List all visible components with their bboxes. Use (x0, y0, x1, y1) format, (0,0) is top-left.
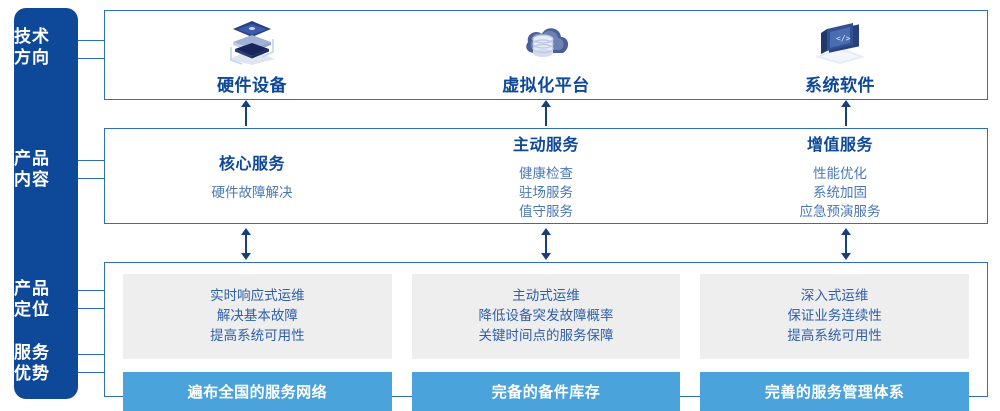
sidebar-label-line: 产品 (14, 279, 50, 298)
sidebar-label-line: 技术 (14, 27, 50, 46)
positioning-line: 提高系统可用性 (210, 328, 305, 343)
arrow-tech-to-services (838, 100, 854, 128)
positioning-line: 深入式运维 (800, 288, 869, 303)
sidebar-label-line: 服务 (14, 343, 50, 362)
advantage-bar[interactable]: 完备的备件库存 (411, 372, 681, 411)
arrow-services-to-positioning (538, 228, 554, 260)
service-title: 主动服务 (512, 137, 579, 154)
positioning-panel: 实时响应式运维 解决基本故障 提高系统可用性 遍布全国的服务网络 主动式运维 降… (104, 262, 988, 411)
service-line: 应急预演服务 (799, 204, 881, 219)
positioning-line: 提高系统可用性 (787, 328, 882, 343)
positioning-gray-box: 深入式运维 保证业务连续性 提高系统可用性 (700, 274, 970, 359)
service-column-valueadd[interactable]: 增值服务 性能优化 系统加固 应急预演服务 (693, 129, 987, 223)
positioning-line: 实时响应式运维 (210, 288, 305, 303)
positioning-column-proactive[interactable]: 主动式运维 降低设备突发故障概率 关键时间点的服务保障 完备的备件库存 (402, 274, 691, 411)
connector-advantage (78, 354, 106, 374)
arrow-services-to-positioning (838, 228, 854, 260)
sidebar-item-service-advantage[interactable]: 服务 优势 (0, 342, 64, 384)
connector-position (78, 290, 106, 310)
sidebar-panel (14, 8, 78, 399)
cloud-database-icon (517, 15, 575, 65)
service-line: 健康检查 (519, 166, 573, 181)
arrow-tech-to-services (238, 100, 254, 128)
svg-text:</>: </> (836, 34, 851, 43)
sidebar-label-line: 内容 (14, 170, 50, 189)
positioning-column-deep[interactable]: 深入式运维 保证业务连续性 提高系统可用性 完善的服务管理体系 (690, 274, 979, 411)
service-line: 系统加固 (813, 185, 867, 200)
positioning-column-realtime[interactable]: 实时响应式运维 解决基本故障 提高系统可用性 遍布全国的服务网络 (113, 274, 402, 411)
service-line: 值守服务 (519, 204, 573, 219)
tech-column-virtualization[interactable]: 虚拟化平台 (399, 11, 693, 99)
service-line: 驻场服务 (519, 185, 573, 200)
positioning-line: 保证业务连续性 (787, 308, 882, 323)
positioning-line: 主动式运维 (512, 288, 580, 303)
sidebar-label-line: 方向 (14, 48, 50, 67)
service-column-core[interactable]: 核心服务 硬件故障解决 (105, 129, 399, 223)
service-column-proactive[interactable]: 主动服务 健康检查 驻场服务 值守服务 (399, 129, 693, 223)
advantage-bar[interactable]: 完善的服务管理体系 (700, 372, 970, 411)
tech-label: 虚拟化平台 (502, 75, 590, 95)
sidebar-label-line: 产品 (14, 149, 50, 168)
sidebar-item-tech-direction[interactable]: 技术 方向 (0, 26, 64, 68)
sidebar-label-line: 优势 (14, 364, 50, 383)
connector-tech (78, 40, 106, 60)
tech-label: 硬件设备 (217, 75, 287, 95)
sidebar-item-product-position[interactable]: 产品 定位 (0, 278, 64, 320)
positioning-line: 解决基本故障 (216, 308, 298, 323)
advantage-bar[interactable]: 遍布全国的服务网络 (123, 372, 392, 411)
tech-column-system-software[interactable]: </> 系统软件 (693, 11, 987, 99)
service-line: 硬件故障解决 (211, 185, 293, 200)
service-title: 增值服务 (806, 137, 873, 154)
sidebar-label-line: 定位 (14, 300, 50, 319)
service-line: 性能优化 (813, 166, 867, 181)
positioning-line: 降低设备突发故障概率 (478, 308, 614, 323)
arrow-services-to-positioning (238, 228, 254, 260)
positioning-line: 关键时间点的服务保障 (478, 328, 614, 343)
arrow-tech-to-services (538, 100, 554, 128)
tech-label: 系统软件 (805, 75, 875, 95)
tech-direction-panel: 硬件设备 (104, 10, 988, 100)
tech-column-hardware[interactable]: 硬件设备 (105, 11, 399, 99)
code-laptop-icon: </> (809, 15, 871, 65)
positioning-gray-box: 主动式运维 降低设备突发故障概率 关键时间点的服务保障 (411, 274, 681, 359)
positioning-gray-box: 实时响应式运维 解决基本故障 提高系统可用性 (123, 274, 392, 359)
connector-content (78, 160, 106, 180)
server-stack-icon (223, 15, 281, 65)
service-title: 核心服务 (218, 156, 285, 173)
product-content-panel: 核心服务 硬件故障解决 主动服务 健康检查 驻场服务 值守服务 增值服务 性能优… (104, 128, 988, 224)
sidebar-item-product-content[interactable]: 产品 内容 (0, 148, 64, 190)
